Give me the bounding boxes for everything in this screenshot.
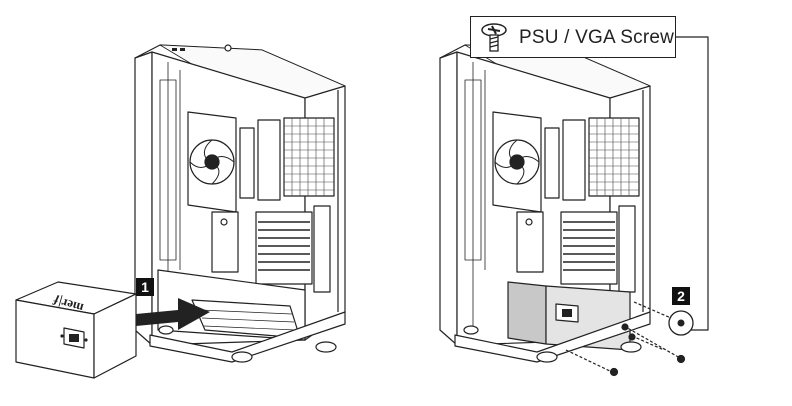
step-badge-2: 2 — [672, 287, 690, 305]
screw-icon — [481, 23, 507, 52]
psu-screws — [565, 323, 686, 377]
pc-case-left — [134, 44, 346, 363]
insert-arrow — [136, 298, 210, 330]
step-badge-1: 1 — [136, 278, 154, 296]
callout-box: PSU / VGA Screw — [470, 16, 676, 58]
pc-case-right — [439, 44, 651, 363]
callout-leader-line — [676, 36, 709, 331]
callout-label: PSU / VGA Screw — [519, 27, 675, 48]
power-supply-unit — [15, 281, 137, 379]
